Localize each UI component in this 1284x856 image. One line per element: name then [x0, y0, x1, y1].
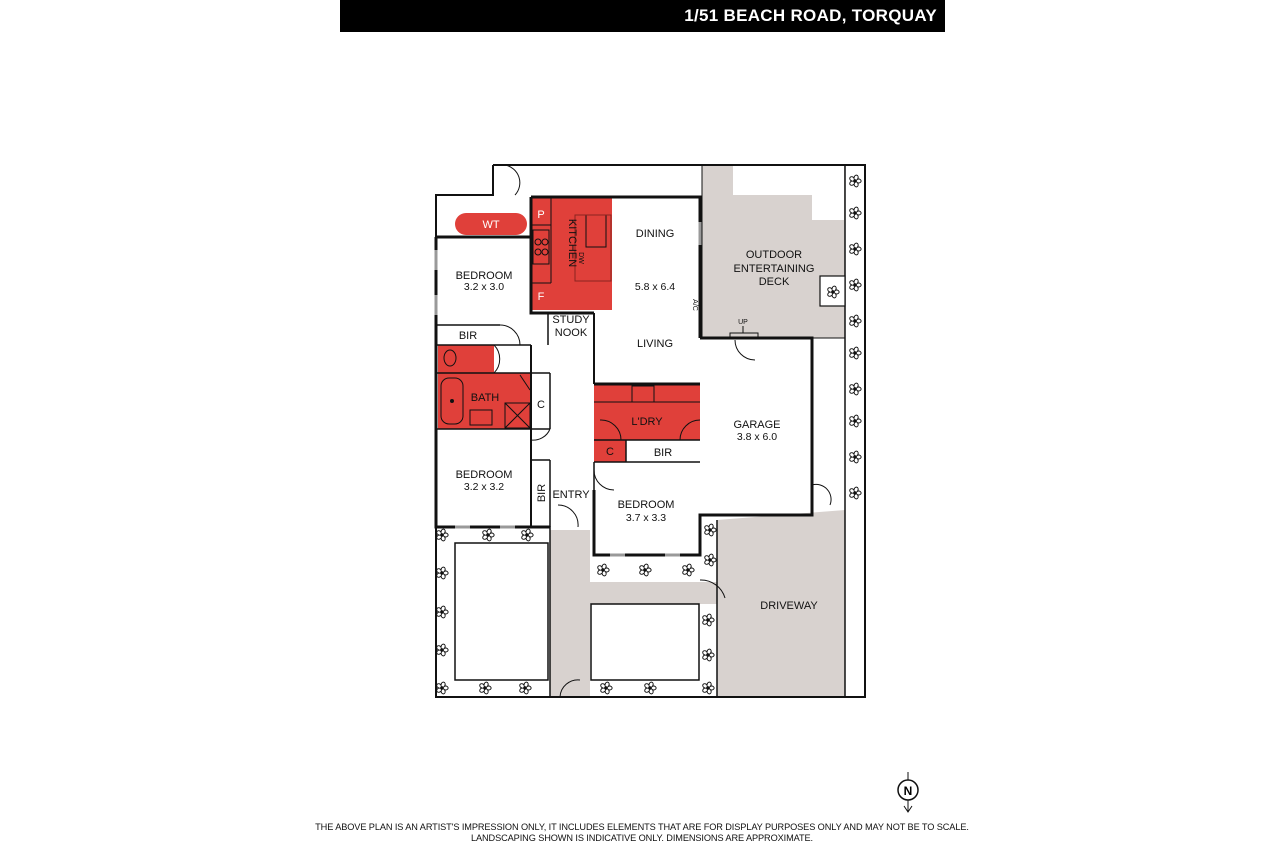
- up-label: UP: [738, 319, 748, 326]
- deck-label-2: ENTERTAINING: [734, 263, 815, 275]
- nook-label: NOOK: [555, 327, 588, 339]
- flower-icon: [704, 553, 717, 567]
- dishwasher-label: DW: [577, 252, 584, 264]
- kitchen-area: [531, 197, 612, 310]
- flower-icon: [702, 681, 715, 695]
- kitchen-label: KITCHEN: [566, 219, 578, 267]
- site-boundary: [435, 164, 866, 698]
- bedroom1-dimension: 3.2 x 3.0: [464, 281, 504, 293]
- flower-icon: [849, 278, 862, 292]
- bir3-label: BIR: [654, 447, 672, 459]
- flower-icon: [704, 523, 717, 537]
- north-compass: N: [897, 772, 919, 813]
- compass-label: N: [904, 784, 913, 798]
- windows: [434, 222, 702, 557]
- cupboard-area: [594, 440, 626, 462]
- flower-icon: [436, 605, 449, 619]
- flower-icon: [436, 528, 449, 542]
- deck-step: [729, 326, 759, 340]
- flower-icon: [597, 563, 610, 577]
- disclaimer: THE ABOVE PLAN IS AN ARTIST'S IMPRESSION…: [300, 822, 984, 844]
- garage-dimension: 3.8 x 6.0: [737, 431, 777, 443]
- bath-fixtures: [440, 349, 531, 429]
- water-tank: [455, 213, 527, 235]
- interior-walls: [436, 165, 845, 527]
- bedroom3-label: BEDROOM: [618, 499, 675, 511]
- flower-icon: [644, 681, 657, 695]
- cupboard1-label: C: [537, 399, 545, 411]
- bedroom3-dimension: 3.7 x 3.3: [626, 512, 666, 524]
- entry-label: ENTRY: [552, 489, 590, 501]
- flower-icon: [521, 528, 534, 542]
- header-bar: 1/51 BEACH ROAD, TORQUAY: [340, 0, 945, 32]
- laundry-label: L'DRY: [631, 416, 663, 428]
- pantry-label: P: [537, 209, 544, 221]
- disclaimer-line-1: THE ABOVE PLAN IS AN ARTIST'S IMPRESSION…: [315, 822, 969, 832]
- compass-icon: [897, 779, 919, 801]
- flower-icon: [682, 563, 695, 577]
- wc-area: [438, 345, 494, 373]
- disclaimer-line-2: LANDSCAPING SHOWN IS INDICATIVE ONLY. DI…: [470, 833, 813, 843]
- flower-icon: [849, 314, 862, 328]
- flower-icon: [849, 346, 862, 360]
- room-labels: WT P F KITCHEN DW DINING 5.8 x 6.4 LIVIN…: [456, 209, 819, 612]
- bedroom2-label: BEDROOM: [456, 469, 513, 481]
- laundry-area: [594, 384, 700, 440]
- laundry-fixtures: [594, 385, 700, 403]
- kitchen-fixtures: [531, 197, 612, 284]
- garage-label: GARAGE: [733, 419, 780, 431]
- property-address: 1/51 BEACH ROAD, TORQUAY: [684, 6, 937, 25]
- cupboard2-label: C: [606, 446, 614, 458]
- bedroom1-label: BEDROOM: [456, 270, 513, 282]
- flower-icon: [436, 643, 449, 657]
- flower-icon: [849, 486, 862, 500]
- ac-label: A/C: [691, 299, 698, 311]
- living-label: LIVING: [637, 338, 673, 350]
- living-dimension: 5.8 x 6.4: [635, 281, 675, 293]
- wt-label: WT: [482, 219, 499, 231]
- paving: [550, 165, 845, 697]
- deck-label-1: OUTDOOR: [746, 249, 802, 261]
- flower-icon: [482, 528, 495, 542]
- bath-label: BATH: [471, 392, 500, 404]
- flower-icon: [702, 648, 715, 662]
- flower-icon: [827, 285, 840, 299]
- planters: [454, 542, 700, 681]
- deck-cutout: [733, 165, 813, 195]
- flower-icon: [849, 414, 862, 428]
- flower-icon: [849, 206, 862, 220]
- flower-icon: [436, 681, 449, 695]
- flower-icon: [849, 382, 862, 396]
- deck-label-3: DECK: [759, 276, 790, 288]
- bir1-label: BIR: [459, 330, 477, 342]
- dining-label: DINING: [636, 228, 675, 240]
- fridge-label: F: [538, 291, 545, 303]
- flower-icon: [479, 681, 492, 695]
- flower-icon: [639, 563, 652, 577]
- deck-cutout-2: [812, 165, 844, 220]
- flower-icon: [600, 681, 613, 695]
- bedroom2-dimension: 3.2 x 3.2: [464, 481, 504, 493]
- flower-icon: [519, 681, 532, 695]
- driveway-label: DRIVEWAY: [760, 600, 818, 612]
- flower-icon: [849, 242, 862, 256]
- flower-icon: [849, 174, 862, 188]
- door-swings: [493, 164, 832, 698]
- flower-icon: [702, 613, 715, 627]
- study-label: STUDY: [552, 314, 590, 326]
- flower-icon: [436, 566, 449, 580]
- flower-icons: [436, 174, 862, 695]
- flower-icon: [849, 450, 862, 464]
- bir2-label: BIR: [536, 484, 548, 502]
